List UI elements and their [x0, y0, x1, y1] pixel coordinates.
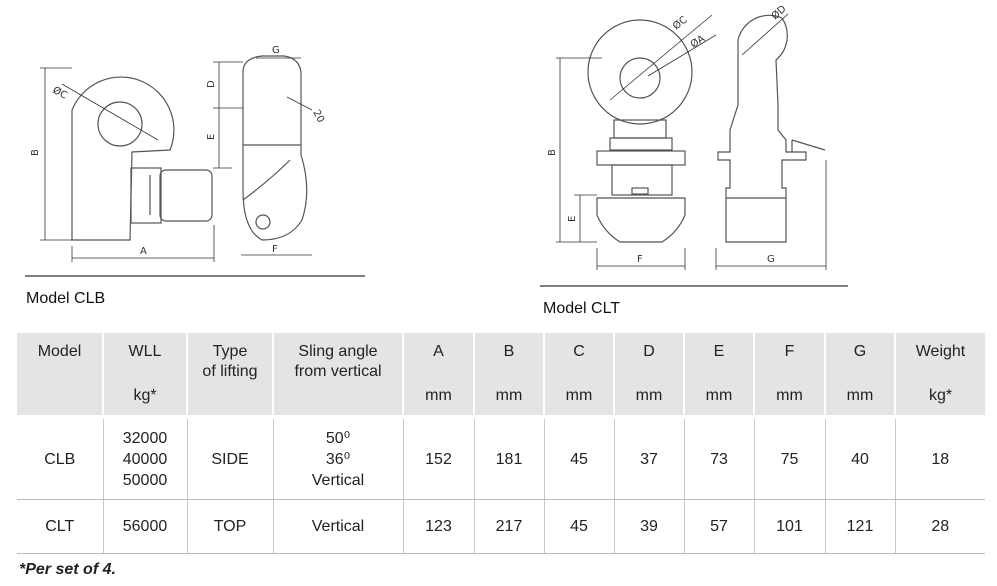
clb-dim-d: D	[206, 80, 217, 88]
table-cell-e: 73	[683, 419, 754, 500]
column-header-unit: mm	[495, 387, 523, 404]
clt-caption: Model CLT	[543, 300, 621, 317]
table-cell-a: 123	[402, 499, 474, 554]
clt-eye-hole	[619, 57, 661, 99]
clb-eye-hole	[97, 101, 143, 147]
clb-caption: Model CLB	[26, 290, 106, 307]
clb-side-body	[71, 76, 175, 241]
table-cell-line: 56000	[122, 518, 168, 535]
table-cell-line: Vertical	[311, 471, 365, 489]
clb-dim-r20: 20	[310, 108, 326, 124]
clb-dim-b: B	[30, 149, 41, 156]
column-header-label: A	[433, 343, 444, 360]
table-cell-type: SIDE	[186, 419, 273, 500]
column-header-unit: mm	[776, 387, 803, 404]
table-cell-type: TOP	[186, 499, 273, 554]
clt-technical-drawing: ØC ØA ØD B E F G	[540, 3, 848, 287]
column-header-label: Model	[37, 343, 82, 360]
clt-foot	[596, 197, 686, 243]
table-cell-a: 152	[402, 419, 474, 500]
column-header-unit: mm	[705, 387, 733, 404]
table-cell-g: 40	[824, 419, 895, 500]
table-cell-e: 57	[683, 499, 754, 554]
table-cell-model: CLT	[17, 499, 103, 554]
table-cell-f: 75	[753, 419, 825, 500]
column-header-unit: mm	[635, 387, 663, 404]
footnote: *Per set of 4.	[19, 561, 116, 578]
table-cell-c: 45	[543, 419, 614, 500]
table-cell-line: 40000	[122, 450, 168, 468]
table-cell-weight: 28	[894, 499, 985, 554]
column-header-unit: kg*	[928, 387, 953, 404]
clb-dim-g: G	[272, 45, 280, 56]
column-header: Weight kg*	[894, 333, 985, 415]
table-cell-line: 50000	[122, 471, 168, 489]
column-header-label: B	[503, 343, 515, 360]
column-header-label: F	[784, 343, 795, 360]
table-cell-model: CLB	[17, 419, 103, 500]
table-cell-line: Vertical	[311, 518, 365, 535]
clt-flange	[596, 150, 686, 166]
clb-dim-e: E	[206, 134, 217, 140]
column-header: WLL kg*	[102, 333, 187, 415]
table-cell-b: 217	[473, 499, 544, 554]
table-cell-c: 45	[543, 499, 614, 554]
column-header-label: D	[643, 343, 655, 360]
column-header-unit: mm	[846, 387, 874, 404]
clb-dim-a: A	[140, 246, 147, 257]
clt-dim-e: E	[567, 216, 578, 222]
table-cell-line: 32000	[122, 429, 168, 447]
clt-dim-f: F	[637, 254, 643, 265]
clb-boss	[130, 167, 162, 224]
clb-technical-drawing: ØC B D E A G 20 F	[25, 45, 365, 277]
table-cell-f: 101	[753, 499, 825, 554]
table-cell-wll: 56000	[102, 499, 187, 554]
table-cell-line: 50⁰	[325, 429, 351, 447]
clb-dim-f: F	[272, 244, 278, 255]
column-header: Model	[17, 333, 103, 415]
table-cell-angle: Vertical	[272, 499, 403, 554]
table-cell-wll: 32000 40000 50000	[102, 419, 187, 500]
column-header-label: G	[853, 343, 867, 360]
clb-pin-hole	[255, 214, 271, 230]
column-header-unit: mm	[425, 387, 452, 404]
clt-side-head	[717, 14, 807, 243]
clt-dim-b: B	[547, 149, 558, 156]
column-header-label: WLL	[128, 343, 162, 360]
clb-front-body	[242, 55, 308, 241]
column-header-label: C	[573, 343, 585, 360]
table-cell-d: 39	[613, 499, 684, 554]
table-cell-angle: 50⁰ 36⁰ Vertical	[272, 419, 403, 500]
clt-dim-d: ØD	[769, 3, 789, 23]
table-cell-line: 36⁰	[325, 450, 351, 468]
clt-dim-c: ØC	[670, 14, 689, 33]
table-cell-weight: 18	[894, 419, 985, 500]
column-header-unit: mm	[565, 387, 593, 404]
clt-dim-a: ØA	[688, 32, 707, 50]
clb-boss-cap	[159, 169, 213, 222]
table-cell-g: 121	[824, 499, 895, 554]
table-cell-d: 37	[613, 419, 684, 500]
table-cell-b: 181	[473, 419, 544, 500]
column-header-label: Weight	[915, 343, 966, 360]
clt-dim-g: G	[767, 254, 775, 265]
column-header-unit: kg*	[133, 387, 157, 404]
clt-eye	[587, 19, 693, 125]
column-header-label: E	[713, 343, 725, 360]
